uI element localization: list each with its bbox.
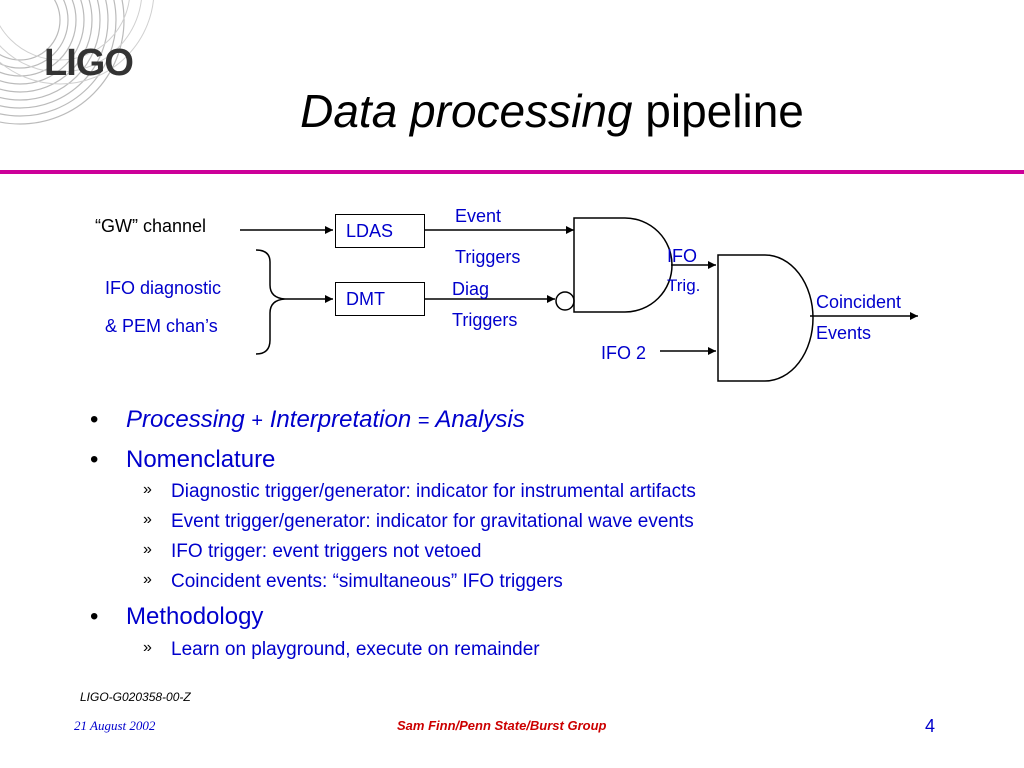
- interpretation-text: Interpretation: [269, 406, 412, 433]
- footer-author: Sam Finn/Penn State/Burst Group: [397, 718, 607, 733]
- bullet-methodology: •Methodology: [90, 603, 264, 630]
- title-rest: pipeline: [645, 85, 804, 137]
- methodology-text: Methodology: [126, 603, 264, 630]
- plus-text: +: [251, 410, 264, 432]
- footer-date: 21 August 2002: [74, 718, 156, 733]
- nomenclature-item: »Coincident events: “simultaneous” IFO t…: [143, 571, 563, 592]
- pem-channels-label: & PEM chan’s: [105, 316, 218, 336]
- diag-label: Diag: [452, 279, 490, 299]
- analysis-text: Analysis: [435, 406, 525, 433]
- nomenclature-item: »Event trigger/generator: indicator for …: [143, 511, 694, 532]
- ifo-brace: [255, 249, 286, 355]
- equals-text: =: [417, 410, 430, 432]
- dmt-box: DMT: [335, 282, 425, 316]
- event-label: Event: [455, 206, 502, 226]
- document-id: LIGO-G020358-00-Z: [80, 690, 191, 704]
- logo-arcs-graphic: [0, 0, 154, 125]
- title-italic: Data processing: [300, 85, 633, 137]
- triggers-top-label: Triggers: [455, 247, 521, 267]
- nomenclature-text: Nomenclature: [126, 446, 276, 473]
- and-gate-2: [717, 254, 814, 382]
- gw-channel-label: “GW” channel: [95, 216, 207, 236]
- methodology-item: »Learn on playground, execute on remaind…: [143, 639, 540, 660]
- ldas-box: LDAS: [335, 214, 425, 248]
- nomenclature-item: »IFO trigger: event triggers not vetoed: [143, 541, 482, 562]
- nomenclature-item: »Diagnostic trigger/generator: indicator…: [143, 481, 696, 502]
- page-number: 4: [925, 716, 936, 736]
- ifo-trig-label-1: IFO: [667, 246, 697, 266]
- triggers-bottom-label: Triggers: [452, 310, 518, 330]
- events-label: Events: [816, 323, 872, 343]
- ligo-logo: LIGO: [44, 42, 134, 84]
- inverter-bubble: [555, 291, 575, 311]
- title-divider: [0, 170, 1024, 174]
- slide-title: Data processing pipeline: [0, 84, 1024, 138]
- processing-text: Processing: [126, 406, 245, 433]
- ifo-trig-label-2: Trig.: [667, 276, 701, 295]
- pipeline-diagram: [240, 217, 918, 382]
- coincident-label: Coincident: [816, 292, 902, 312]
- ifo2-label: IFO 2: [601, 343, 647, 363]
- ifo-diagnostic-label: IFO diagnostic: [105, 278, 222, 298]
- bullet-processing: • Processing + Interpretation = Analysis: [90, 406, 525, 433]
- and-gate-1: [573, 217, 673, 313]
- bullet-nomenclature: •Nomenclature: [90, 446, 276, 473]
